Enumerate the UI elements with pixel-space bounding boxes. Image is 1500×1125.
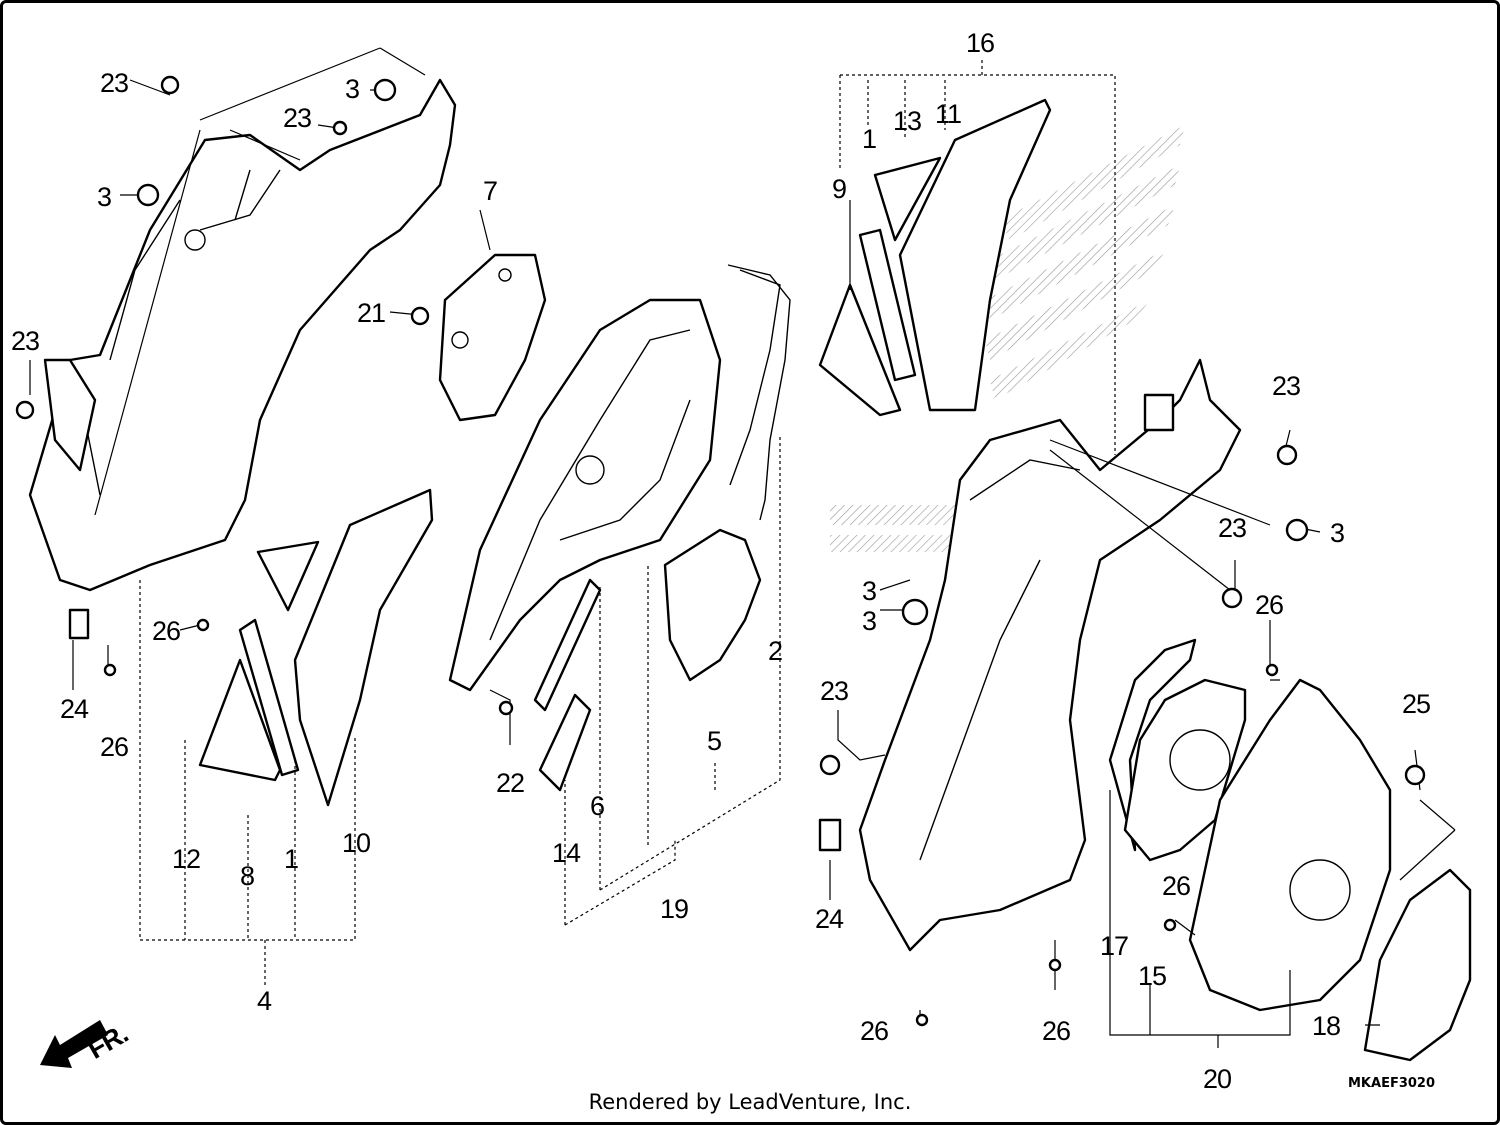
- callout-label: 9: [832, 174, 846, 204]
- callout-label: 1: [862, 124, 876, 154]
- callout-label: 23: [1272, 371, 1300, 401]
- callout-label: 5: [707, 726, 721, 756]
- credit-text: Rendered by LeadVenture, Inc.: [588, 1090, 912, 1114]
- direction-arrow-icon: FR.: [40, 1019, 133, 1068]
- callout-label: 3: [97, 182, 111, 212]
- callout-label: 23: [11, 326, 39, 356]
- fasteners: [15, 75, 1426, 1027]
- leader-lines: [29, 47, 1456, 1048]
- callout-label: 26: [1162, 871, 1190, 901]
- callout-label: 24: [60, 694, 89, 724]
- left-side-cover: [28, 78, 457, 640]
- callout-label: 26: [1255, 590, 1283, 620]
- callout-label: 26: [860, 1016, 888, 1046]
- direction-label: FR.: [83, 1019, 133, 1065]
- small-cover-7: [438, 253, 547, 422]
- callout-label: 20: [1203, 1064, 1231, 1094]
- callout-labels: 1 1 2 3 3 3 3 3 4 5 6 7 8 9 10 11 12 13 …: [11, 28, 1431, 1094]
- callout-label: 6: [590, 791, 604, 821]
- callout-label: 1: [284, 844, 298, 874]
- callout-label: 4: [257, 986, 272, 1016]
- callout-label: 10: [342, 828, 370, 858]
- callout-label: 12: [172, 844, 200, 874]
- callout-label: 15: [1138, 961, 1166, 991]
- callout-label: 2: [768, 636, 782, 666]
- callout-label: 17: [1100, 931, 1128, 961]
- right-side-cover: [818, 358, 1242, 952]
- callout-label: 7: [483, 176, 497, 206]
- callout-label: 26: [1042, 1016, 1070, 1046]
- callout-label: 26: [152, 616, 180, 646]
- callout-label: 19: [660, 894, 688, 924]
- callout-label: 24: [815, 904, 844, 934]
- callout-label: 18: [1312, 1011, 1340, 1041]
- callout-label: 3: [862, 606, 876, 636]
- callout-label: 23: [100, 68, 128, 98]
- callout-label: 16: [966, 28, 994, 58]
- callout-label: 11: [935, 99, 961, 129]
- callout-label: 3: [345, 74, 359, 104]
- callout-label: 13: [893, 106, 921, 136]
- right-decals: [818, 98, 1052, 417]
- callout-label: 21: [357, 298, 385, 328]
- callout-label: 22: [496, 768, 524, 798]
- center-belt-cover: [448, 264, 791, 792]
- callout-label: 14: [552, 838, 581, 868]
- right-engine-covers: [1108, 638, 1472, 1062]
- callout-label: 23: [820, 676, 848, 706]
- callout-label: 8: [240, 861, 254, 891]
- left-decals: [198, 488, 434, 807]
- callout-label: 3: [862, 576, 876, 606]
- callout-label: 23: [283, 103, 311, 133]
- callout-label: 23: [1218, 513, 1246, 543]
- drawing-code: MKAEF3020: [1348, 1076, 1436, 1091]
- callout-label: 25: [1402, 689, 1430, 719]
- callout-label: 3: [1330, 518, 1344, 548]
- callout-label: 26: [100, 732, 128, 762]
